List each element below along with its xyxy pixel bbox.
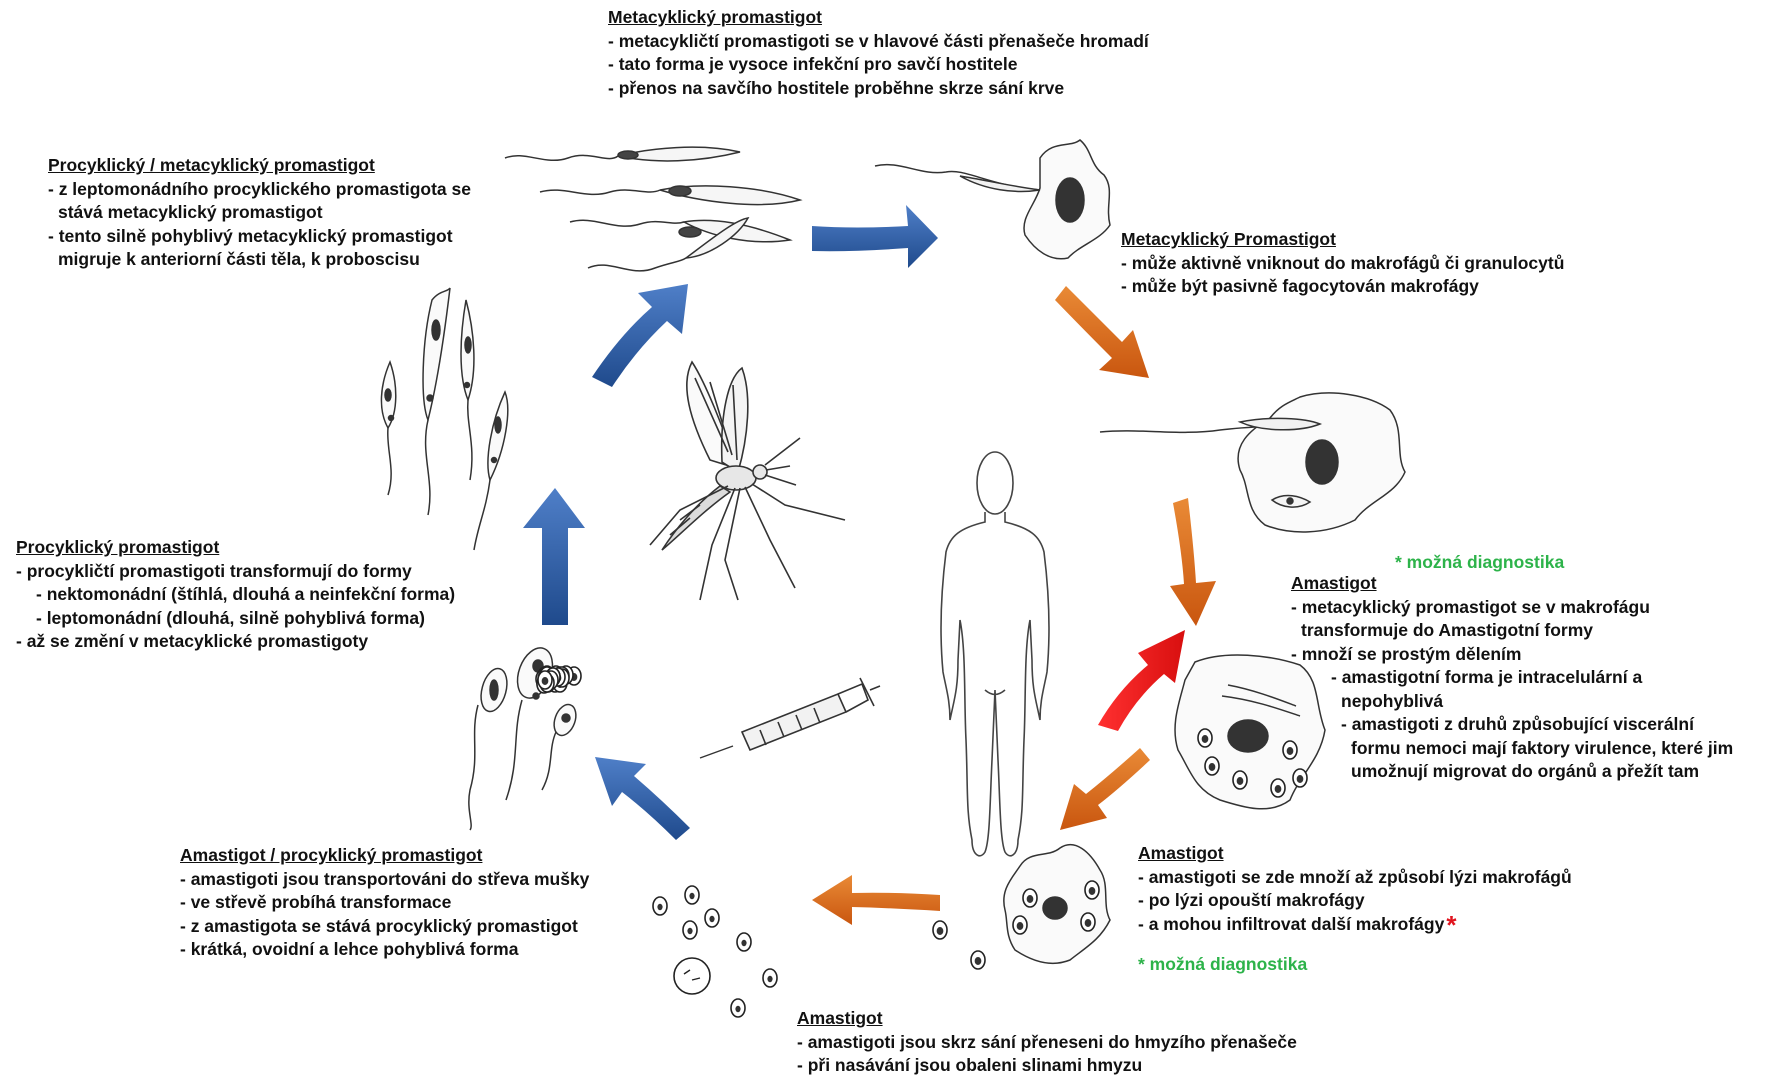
macrophage-infected-illustration <box>1100 393 1405 532</box>
stage-line: - může aktivně vniknout do makrofágů či … <box>1121 252 1564 276</box>
stage-title: Amastigot <box>797 1007 1297 1031</box>
stage-line: - ve střevě probíhá transformace <box>180 891 589 915</box>
lysed-macrophage-illustration <box>933 845 1110 969</box>
stage-line: - z amastigota se stává procyklický prom… <box>180 915 589 939</box>
stage-line: stává metacyklický promastigot <box>48 201 471 225</box>
stage-line: - z leptomonádního procyklického promast… <box>48 178 471 202</box>
metacyclic-promastigote-right-text: Metacyklický Promastigot - může aktivně … <box>1121 228 1564 299</box>
stage-title: Procyklický promastigot <box>16 536 455 560</box>
human-silhouette <box>941 452 1049 856</box>
procyclic-promastigote-text: Procyklický promastigot - procykličtí pr… <box>16 536 455 654</box>
arrow-transformation <box>1170 498 1216 626</box>
stage-line: - amastigotní forma je intracelulární a <box>1291 666 1733 690</box>
stage-line: - může být pasivně fagocytován makrofágy <box>1121 275 1564 299</box>
diagnostics-note-lower: * možná diagnostika <box>1138 954 1307 975</box>
procyclic-transform-illustration <box>469 643 581 830</box>
arrow-reinfection <box>1098 630 1185 731</box>
amastigote-procyclic-text: Amastigot / procyklický promastigot - am… <box>180 844 589 962</box>
arrow-to-procyclic-stage <box>595 757 690 840</box>
stage-line: - amastigoti z druhů způsobující viscerá… <box>1291 713 1733 737</box>
stage-line: nepohyblivá <box>1291 690 1733 714</box>
syringe-illustration <box>700 678 880 758</box>
stage-line: - množí se prostým dělením <box>1291 643 1733 667</box>
stage-line: - tato forma je vysoce infekční pro savč… <box>608 53 1149 77</box>
stage-line: - nektomonádní (štíhlá, dlouhá a neinfek… <box>16 583 455 607</box>
stage-line: - při nasávání jsou obaleni slinami hmyz… <box>797 1054 1297 1078</box>
amastigote-right-text: Amastigot - metacyklický promastigot se … <box>1291 572 1733 784</box>
stage-line: transformuje do Amastigotní formy <box>1291 619 1733 643</box>
stage-title: Amastigot / procyklický promastigot <box>180 844 589 868</box>
arrow-invasion <box>1055 286 1149 378</box>
stage-line: - až se změní v metacyklické promastigot… <box>16 630 455 654</box>
diagnostics-note-upper: * možná diagnostika <box>1395 552 1564 573</box>
free-amastigotes-illustration <box>653 886 777 1017</box>
amastigote-lower-text: Amastigot - amastigoti se zde množí až z… <box>1138 842 1572 937</box>
stage-line: - po lýzi opouští makrofágy <box>1138 889 1572 913</box>
stage-title: Procyklický / metacyklický promastigot <box>48 154 471 178</box>
stage-line: - amastigoti jsou skrz sání přeneseni do… <box>797 1031 1297 1055</box>
metacyclic-promastigotes-cluster <box>505 147 800 271</box>
procyclic-promastigotes-illustration <box>381 288 507 550</box>
metacyclic-promastigote-top-text: Metacyklický promastigot - metacykličtí … <box>608 6 1149 100</box>
stage-title: Metacyklický promastigot <box>608 6 1149 30</box>
stage-title: Metacyklický Promastigot <box>1121 228 1564 252</box>
stage-line: - amastigoti se zde množí až způsobí lýz… <box>1138 866 1572 890</box>
procyclic-metacyclic-text: Procyklický / metacyklický promastigot -… <box>48 154 471 272</box>
arrow-multiplication <box>1060 748 1150 830</box>
stage-line: formu nemoci mají faktory virulence, kte… <box>1291 737 1733 761</box>
stage-line: - tento silně pohyblivý metacyklický pro… <box>48 225 471 249</box>
stage-line: - metacyklický promastigot se v makrofág… <box>1291 596 1733 620</box>
stage-line: - amastigoti jsou transportováni do stře… <box>180 868 589 892</box>
stage-title: Amastigot <box>1138 842 1572 866</box>
stage-line: - přenos na savčího hostitele proběhne s… <box>608 77 1149 101</box>
stage-line-text: - a mohou infiltrovat další makrofágy <box>1138 914 1444 934</box>
stage-line: - procykličtí promastigoti transformují … <box>16 560 455 584</box>
stage-line: - a mohou infiltrovat další makrofágy* <box>1138 913 1572 938</box>
asterisk-marker: * <box>1446 910 1456 940</box>
stage-line: - krátká, ovoidní a lehce pohyblivá form… <box>180 938 589 962</box>
arrow-procyclic-up <box>523 488 585 625</box>
stage-line: - metacykličtí promastigoti se v hlavové… <box>608 30 1149 54</box>
amastigote-bottom-text: Amastigot - amastigoti jsou skrz sání př… <box>797 1007 1297 1078</box>
mosquito-illustration <box>650 362 845 600</box>
stage-line: - leptomonádní (dlouhá, silně pohyblivá … <box>16 607 455 631</box>
stage-line: umožnují migrovat do orgánů a přežít tam <box>1291 760 1733 784</box>
arrow-to-vector <box>812 875 940 925</box>
stage-title: Amastigot <box>1291 572 1733 596</box>
arrow-to-macrophage <box>812 205 938 268</box>
stage-line: migruje k anteriorní části těla, k probo… <box>48 248 471 272</box>
arrow-proc-to-meta <box>592 284 688 387</box>
